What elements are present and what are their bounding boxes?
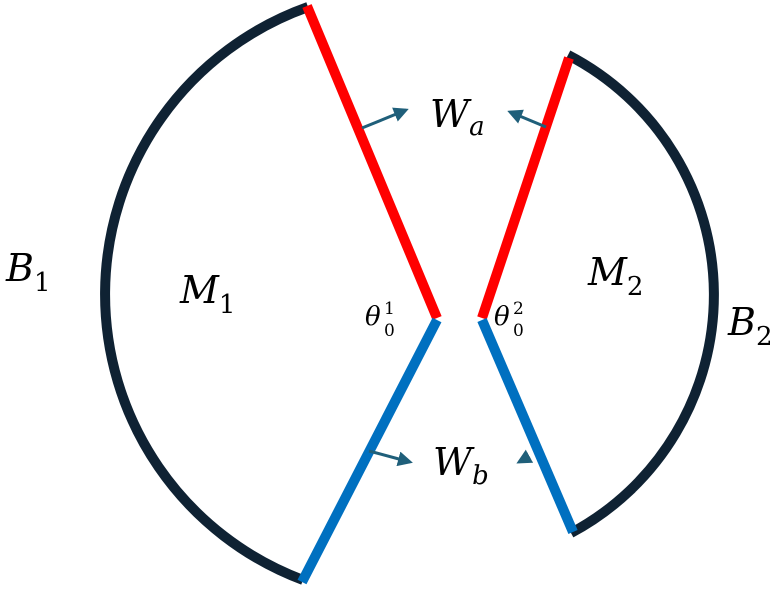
label-m1: M1	[179, 268, 235, 320]
label-theta-1-sub: 0	[384, 321, 395, 341]
label-theta-1-sup: 1	[384, 299, 395, 319]
normal-arrow-wb-right	[516, 449, 534, 464]
label-b2: B2	[727, 300, 772, 352]
label-theta-2-sub: 0	[513, 321, 524, 341]
label-theta-1: θ	[365, 302, 381, 332]
label-wb: Wb	[433, 440, 489, 491]
wall-a-left	[302, 4, 442, 320]
label-theta-2-sup: 2	[513, 299, 524, 319]
boundary-arc-b1	[100, 2, 310, 585]
normal-arrow-wb-left	[368, 449, 413, 467]
label-m2: M2	[587, 250, 643, 302]
label-wa: Wa	[430, 92, 485, 142]
wall-b-right	[477, 318, 578, 534]
label-b1: B1	[5, 246, 50, 298]
wall-a-right	[477, 56, 574, 320]
boundary-arc-b2	[565, 50, 719, 538]
label-theta-2: θ	[494, 302, 510, 332]
normal-arrow-wa-left	[361, 107, 409, 130]
normal-arrow-wa-right	[507, 109, 547, 129]
